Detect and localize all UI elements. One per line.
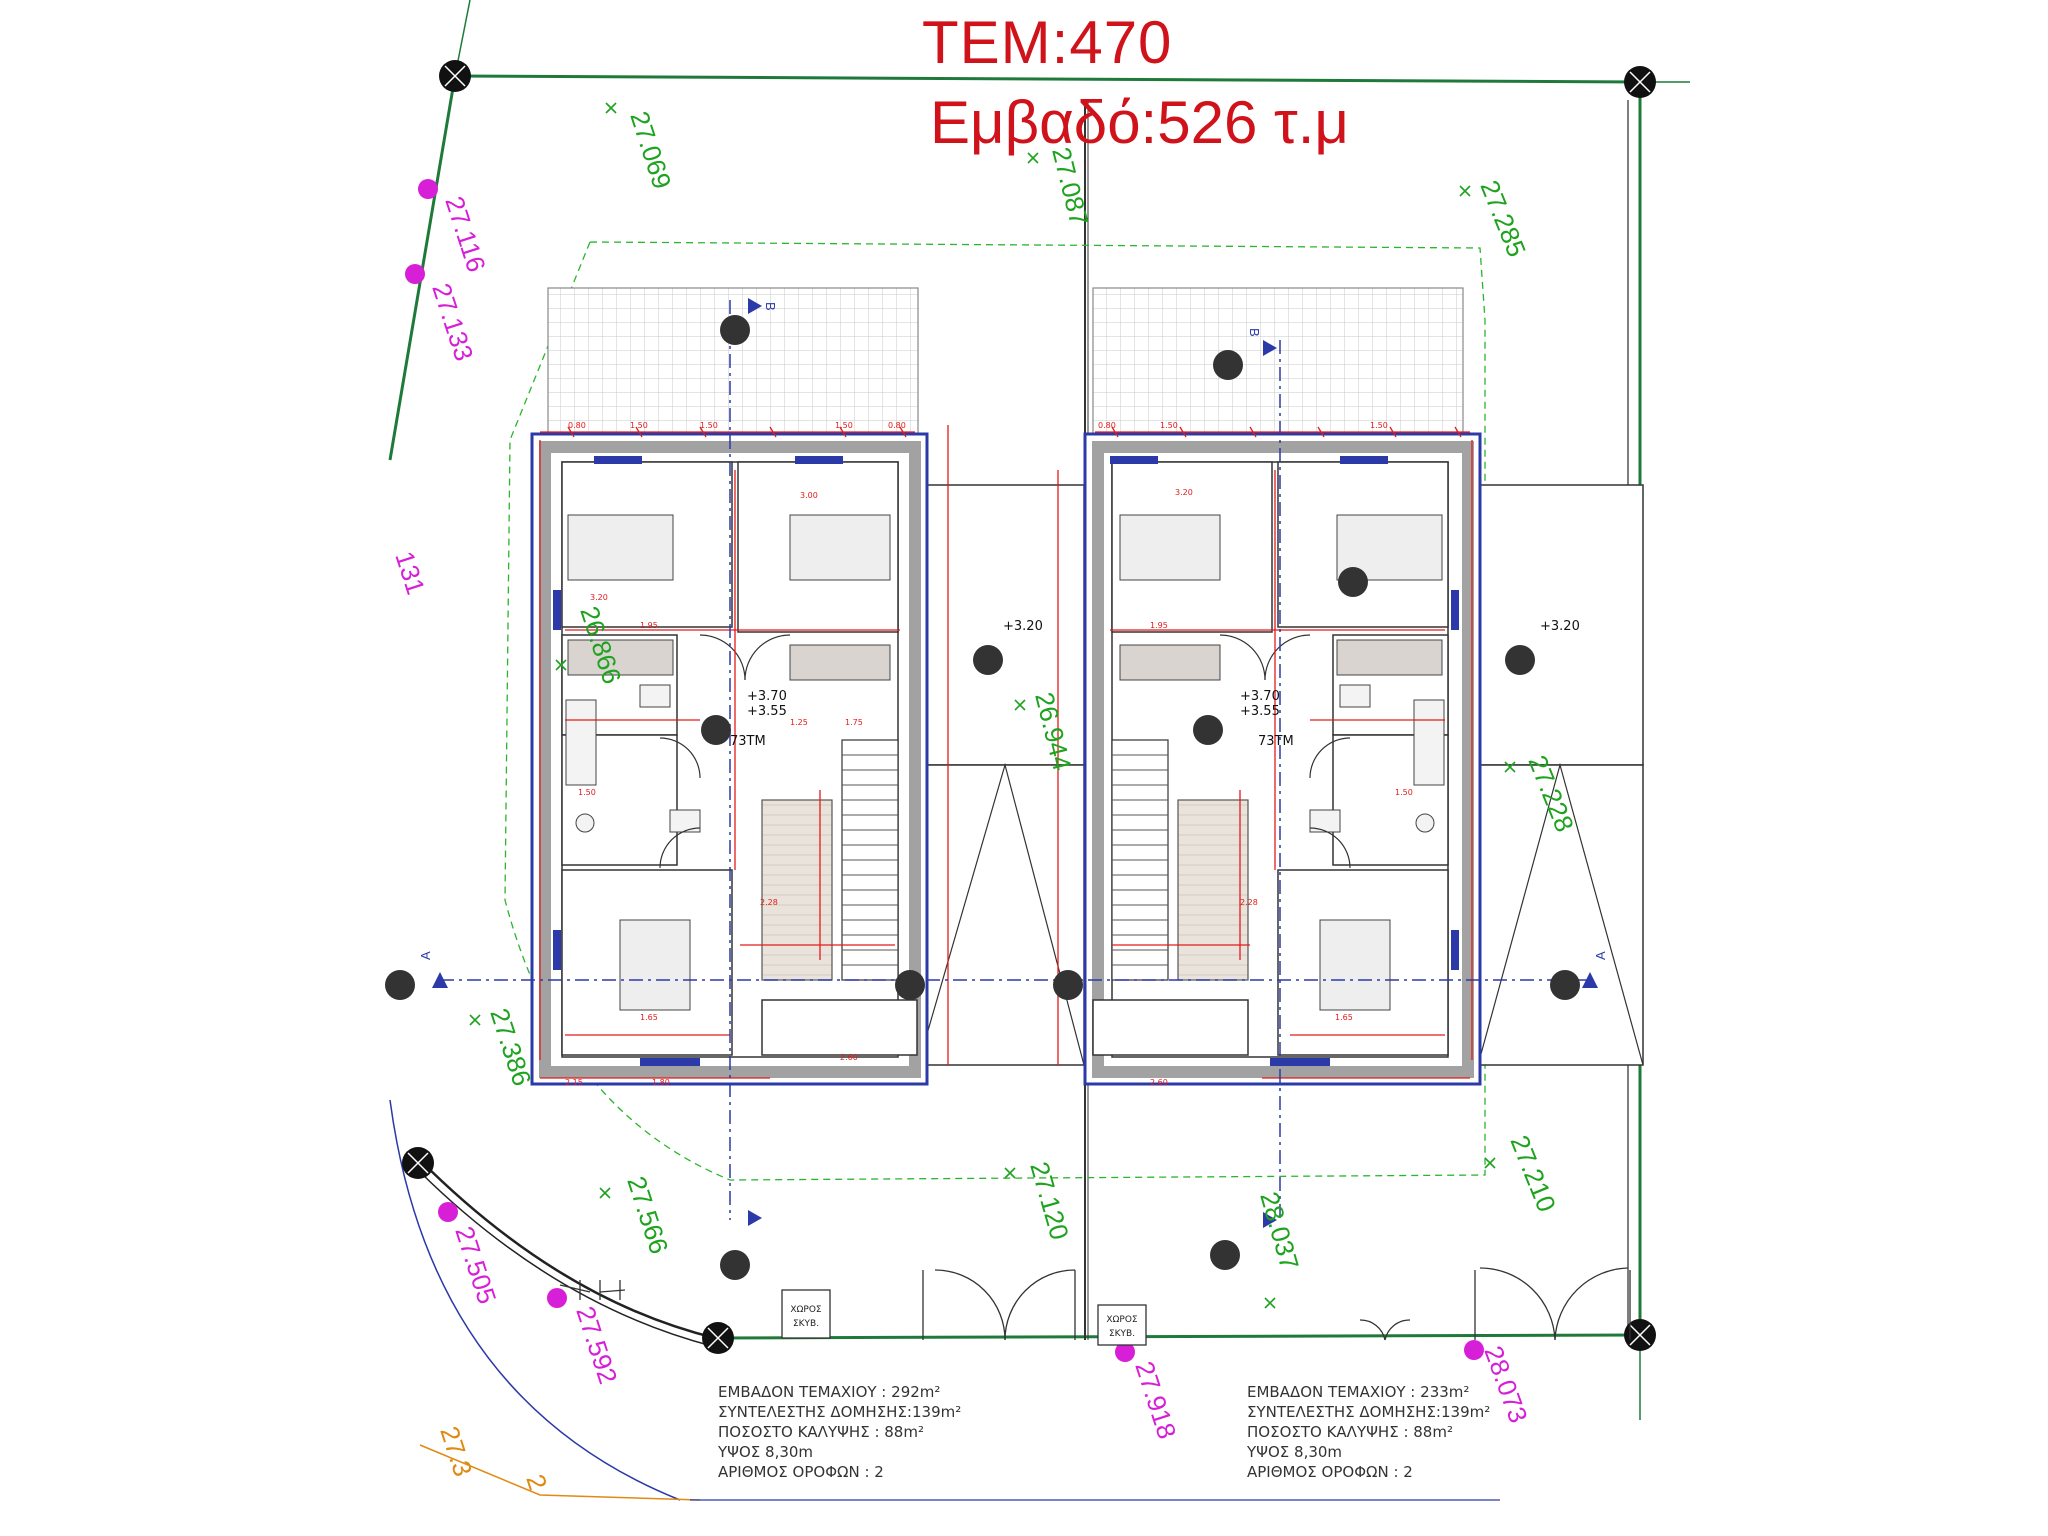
storage-label: ΣΚΥΒ. [1109,1329,1135,1339]
spot-level: 27.120 [1024,1158,1075,1243]
spot-level: 27.069 [624,108,677,193]
section-letters: B B A A [418,302,1608,960]
dim-label: 1.95 [1150,621,1168,630]
survey-points [405,179,1484,1362]
stats-area-label: ΕΜΒΑΔΟΝ ΤΕΜΑΧΙΟΥ : [1247,1383,1416,1401]
dimension-values: 0.80 1.50 1.50 1.50 0.80 0.80 1.50 1.50 … [565,421,1413,1087]
section-mark: A [418,951,433,960]
section-mark: B [763,302,778,311]
dim-label: 2.28 [760,898,778,907]
level-text: +3.55 [747,704,787,719]
section-lines [440,300,1590,1220]
setback-line [504,241,1486,1181]
dim-label: 1.50 [835,421,853,430]
section-mark: A [1593,951,1608,960]
spot-level: 2 [520,1471,553,1494]
dim-label: 1.50 [700,421,718,430]
stats-area-line: ΕΜΒΑΔΟΝ ΤΕΜΑΧΙΟΥ : 292m² [718,1382,961,1402]
dim-label: 1.80 [652,1078,670,1087]
spot-level: 27.3 [434,1423,478,1480]
spot-level: 28.037 [1254,1188,1305,1273]
dim-label: 3.20 [1175,488,1193,497]
stats-coverage: ΠΟΣΟΣΤΟ ΚΑΛΥΨΗΣ : 88m² [1247,1423,1453,1441]
dim-label: 1.65 [640,1013,658,1022]
partial-level: 131 [389,548,431,599]
stats-coverage: ΠΟΣΟΣΤΟ ΚΑΛΥΨΗΣ : 88m² [718,1423,924,1441]
dim-label: 2.60 [840,1053,858,1062]
dim-label: 1.50 [1160,421,1178,430]
storage-boxes [781,1289,1147,1346]
storage-label: ΧΩΡΟΣ [1106,1315,1138,1325]
spot-level: 27.566 [621,1173,674,1258]
room-tag: 73ΤΜ [730,734,766,749]
dim-label: 2.15 [565,1078,583,1087]
stats-area-label: ΕΜΒΑΔΟΝ ΤΕΜΑΧΙΟΥ : [718,1383,887,1401]
dim-label: 1.65 [1335,1013,1353,1022]
terrace-left [547,287,919,437]
dim-label: 1.50 [630,421,648,430]
dim-label: 1.75 [845,718,863,727]
stats-height: ΥΨΟΣ 8,30m [718,1443,814,1461]
level-markers [385,315,1580,1280]
road-curves [389,1099,1641,1501]
level-text: +3.20 [1540,619,1580,634]
dimension-ticks [567,426,1462,438]
dim-label: 1.95 [640,621,658,630]
plot-area: Εμβαδό:526 τ.μ [930,89,1349,156]
spot-level: 27.505 [449,1223,502,1308]
dim-label: 1.25 [790,718,808,727]
room-tag: 73ΤΜ [1258,734,1294,749]
spot-level: 27.918 [1129,1358,1182,1443]
dim-label: 3.20 [590,593,608,602]
dimension-lines [539,425,1473,1079]
level-text: +3.20 [1003,619,1043,634]
floor-levels: +3.70 +3.55 +3.70 +3.55 +3.20 +3.20 73ΤΜ… [730,619,1580,749]
stats-area-line: ΕΜΒΑΔΟΝ ΤΕΜΑΧΙΟΥ : 233m² [1247,1382,1490,1402]
spot-level: 27.133 [426,280,479,365]
covered-areas [917,484,1644,1066]
stats-building-factor: ΣΥΝΤΕΛΕΣΤΗΣ ΔΟΜΗΣΗΣ:139m² [718,1403,962,1421]
spot-level: 27.592 [570,1303,623,1388]
section-mark: B [1247,328,1262,337]
dim-label: 1.50 [578,788,596,797]
survey-x-markers [469,102,1516,1309]
stats-floors: ΑΡΙΘΜΟΣ ΟΡΟΦΩΝ : 2 [718,1463,884,1481]
storage-label: ΣΚΥΒ. [793,1319,819,1329]
dim-label: 0.80 [888,421,906,430]
spot-level: 27.285 [1474,176,1532,261]
level-text: +3.55 [1240,704,1280,719]
dim-label: 2.60 [1150,1078,1168,1087]
stats-floors: ΑΡΙΘΜΟΣ ΟΡΟΦΩΝ : 2 [1247,1463,1413,1481]
terrace-right [1092,287,1464,437]
orange-levels: 27.3 2 [434,1423,553,1494]
dim-label: 1.50 [1395,788,1413,797]
house-right [1083,432,1482,1086]
plot-number: ΤΕΜ:470 [922,9,1173,76]
spot-level: 27.386 [484,1005,537,1090]
dim-label: 0.80 [1098,421,1116,430]
section-arrows [432,298,1598,1228]
storage-label: ΧΩΡΟΣ [790,1305,822,1315]
entrance-gates [559,1267,1631,1341]
stats-area-value: 233m² [1420,1383,1470,1401]
stats-building-factor: ΣΥΝΤΕΛΕΣΤΗΣ ΔΟΜΗΣΗΣ:139m² [1247,1403,1491,1421]
plot-stats-left: ΕΜΒΑΔΟΝ ΤΕΜΑΧΙΟΥ : 292m² ΣΥΝΤΕΛΕΣΤΗΣ ΔΟΜ… [718,1382,961,1482]
dim-label: 1.50 [1370,421,1388,430]
dim-label: 3.00 [800,491,818,500]
spot-level: 27.116 [439,193,492,276]
plot-stats-right: ΕΜΒΑΔΟΝ ΤΕΜΑΧΙΟΥ : 233m² ΣΥΝΤΕΛΕΣΤΗΣ ΔΟΜ… [1247,1382,1490,1482]
level-text: +3.70 [1240,689,1280,704]
spot-level: 27.210 [1504,1131,1562,1216]
storage-labels: ΧΩΡΟΣ ΣΚΥΒ. ΧΩΡΟΣ ΣΚΥΒ. [790,1305,1138,1339]
dim-label: 2.28 [1240,898,1258,907]
dim-label: 0.80 [568,421,586,430]
level-text: +3.70 [747,689,787,704]
stats-height: ΥΨΟΣ 8,30m [1247,1443,1343,1461]
stats-area-value: 292m² [891,1383,941,1401]
